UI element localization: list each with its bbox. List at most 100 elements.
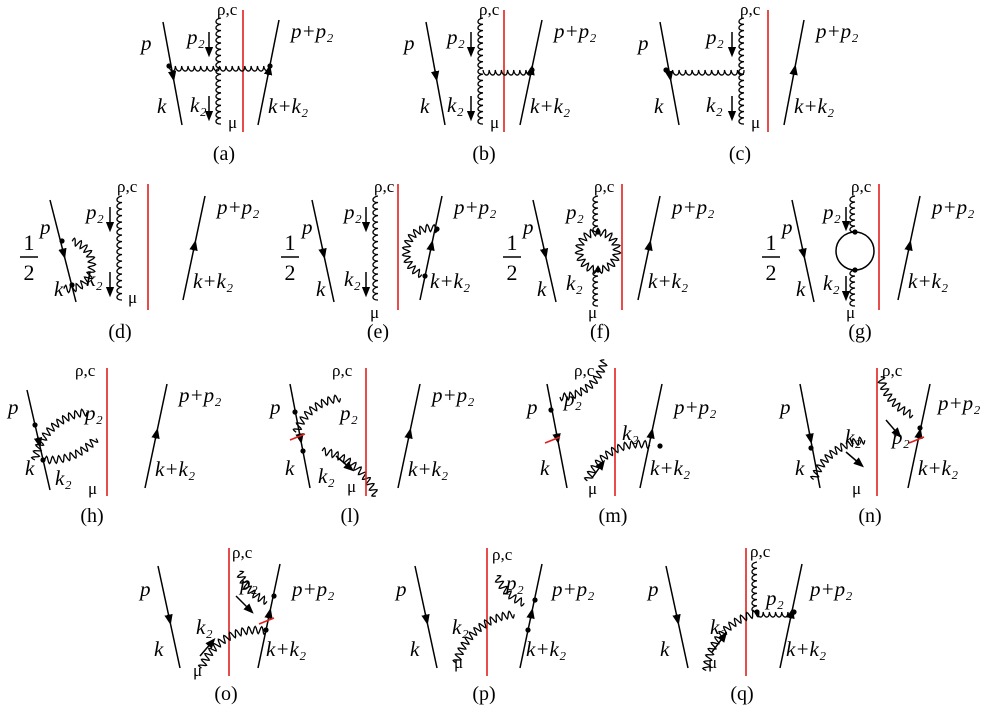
gluon-external xyxy=(215,17,222,125)
panel-caption-d: (d) xyxy=(108,321,131,343)
half-numerator: 1 xyxy=(507,230,518,255)
label-p-plus-p2: p+p₂ xyxy=(930,195,974,219)
gluon-absorbed xyxy=(877,376,914,419)
half-numerator: 1 xyxy=(24,230,35,255)
label-k-plus-k2: k+k₂ xyxy=(530,94,570,118)
label-p: p xyxy=(268,395,281,419)
gluon-external-upper xyxy=(849,195,856,233)
panel-caption-m: (m) xyxy=(599,505,628,527)
label-rho-c: ρ,c xyxy=(479,0,500,19)
vertex-dot xyxy=(422,273,428,279)
vertex-dot xyxy=(271,593,277,599)
vertex-dot xyxy=(59,238,65,244)
vertex-dot xyxy=(595,267,601,273)
gluon-horizontal xyxy=(665,69,745,76)
label-p: p xyxy=(6,395,19,419)
label-k: k xyxy=(537,277,547,301)
quark-arrow xyxy=(798,247,807,260)
label-k: k xyxy=(796,277,806,301)
label-p2: p₂ xyxy=(83,401,103,425)
panel-caption-b: (b) xyxy=(472,143,495,165)
label-k2: k₂ xyxy=(55,466,72,490)
vertex-dot xyxy=(166,63,172,69)
vertex-dot xyxy=(292,409,298,415)
vertex-dot xyxy=(917,425,923,431)
gluon-p2 xyxy=(751,561,758,613)
vertex-dot xyxy=(69,282,75,288)
momentum-arrow xyxy=(845,451,864,468)
gluon-p2 xyxy=(494,574,525,607)
label-mu: μ xyxy=(588,303,597,322)
label-p-plus-p2: p+p₂ xyxy=(670,195,714,219)
label-rho-c: ρ,c xyxy=(374,177,395,196)
quark-arrow xyxy=(526,607,535,620)
label-p-plus-p2: p+p₂ xyxy=(430,383,474,407)
quark-arrow xyxy=(644,239,653,252)
label-mu: μ xyxy=(88,479,97,498)
label-p: p xyxy=(636,31,649,55)
label-k2: k₂ xyxy=(452,615,469,639)
quark-arrow xyxy=(786,607,795,620)
quark-arrow xyxy=(151,427,160,440)
label-mu: μ xyxy=(454,653,463,672)
gluon-crossed-upper xyxy=(30,408,88,461)
label-rho-c: ρ,c xyxy=(232,543,253,562)
gluon-external xyxy=(372,195,379,301)
label-k: k xyxy=(25,456,35,480)
label-rho-c: ρ,c xyxy=(750,542,771,561)
label-rho-c: ρ,c xyxy=(574,361,595,380)
label-k2: k₂ xyxy=(823,271,840,295)
label-k: k xyxy=(285,456,295,480)
label-p-plus-p2: p+p₂ xyxy=(672,395,716,419)
label-p-plus-p2: p+p₂ xyxy=(552,19,596,43)
label-k-plus-k2: k+k₂ xyxy=(193,269,233,293)
panel-caption-h: (h) xyxy=(80,505,103,527)
momentum-arrow xyxy=(885,419,902,438)
label-p-plus-p2: p+p₂ xyxy=(550,577,594,601)
label-p-plus-p2: p+p₂ xyxy=(215,195,259,219)
label-mu: μ xyxy=(228,113,237,132)
label-p2: p₂ xyxy=(238,571,258,595)
quark-arrow xyxy=(404,427,413,440)
gluon-external-lower xyxy=(592,269,599,307)
label-mu: μ xyxy=(370,303,379,322)
panel-caption-a: (a) xyxy=(213,143,235,165)
propagator-cut-mark xyxy=(544,436,561,444)
vertex-dot xyxy=(808,445,814,451)
panel-caption-o: (o) xyxy=(214,683,237,705)
vertex-dot xyxy=(525,627,531,633)
label-k: k xyxy=(54,277,64,301)
panel-caption-q: (q) xyxy=(730,683,753,705)
label-k-plus-k2: k+k₂ xyxy=(794,94,834,118)
momentum-arrow xyxy=(199,638,216,657)
vertex-dot xyxy=(263,627,269,633)
panel-caption-e: (e) xyxy=(367,321,389,343)
gluon-emitted xyxy=(809,436,866,480)
quark-arrow xyxy=(318,247,327,260)
vertex-dot xyxy=(40,457,46,463)
quark-arrow xyxy=(421,613,430,626)
half-numerator: 1 xyxy=(766,230,777,255)
label-p2: p₂ xyxy=(764,586,784,610)
label-k2: k₂ xyxy=(845,425,862,449)
propagator-cut-mark xyxy=(289,433,306,441)
label-k-plus-k2: k+k₂ xyxy=(786,637,826,661)
label-k-plus-k2: k+k₂ xyxy=(648,269,688,293)
label-k-plus-k2: k+k₂ xyxy=(268,94,308,118)
label-k2: k₂ xyxy=(706,93,723,117)
label-k-plus-k2: k+k₂ xyxy=(430,269,470,293)
gluon-emitted xyxy=(559,359,608,402)
label-p2: p₂ xyxy=(338,401,358,425)
label-mu: μ xyxy=(852,479,861,498)
panel-caption-n: (n) xyxy=(858,505,881,527)
label-mu: μ xyxy=(347,477,356,496)
label-k2: k₂ xyxy=(622,421,639,445)
vertex-dot xyxy=(32,422,38,428)
label-p: p xyxy=(300,215,313,239)
